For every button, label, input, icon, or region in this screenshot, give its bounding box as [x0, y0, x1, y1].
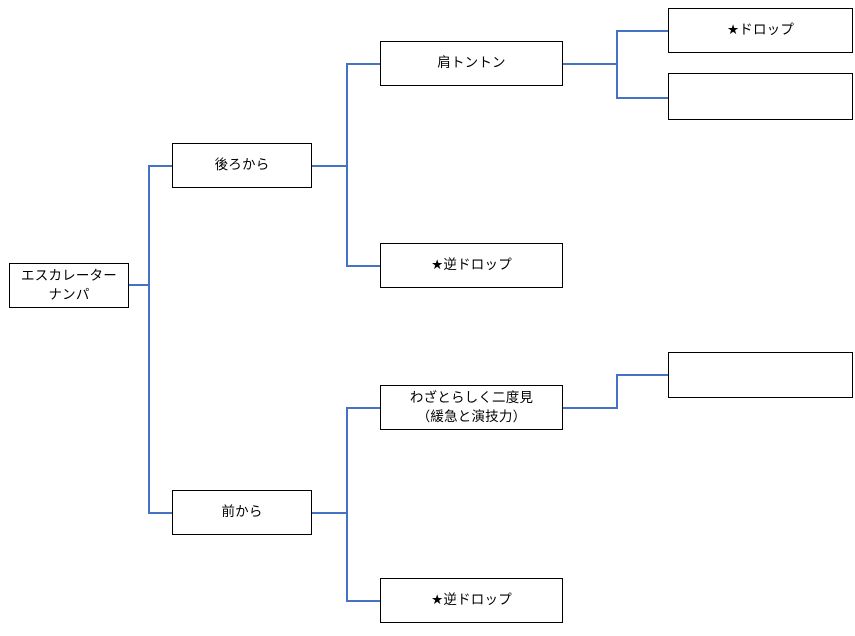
connector-leaf-spine-upper — [616, 30, 618, 98]
connector-front-out — [312, 512, 348, 514]
connector-leaf-spine-lower — [616, 374, 618, 409]
connector-to-leaf-drop — [616, 30, 669, 32]
node-gyaku-drop-lower[interactable]: ★逆ドロップ — [380, 578, 563, 623]
connector-back-spine — [346, 63, 348, 266]
node-gyaku-drop-upper[interactable]: ★逆ドロップ — [380, 243, 563, 288]
connector-to-kata-tonton — [346, 63, 380, 65]
connector-nidomi-out — [563, 407, 618, 409]
connector-to-branch-front — [148, 512, 172, 514]
connector-to-branch-back — [148, 165, 172, 167]
connector-to-leaf-empty-2 — [616, 374, 669, 376]
node-branch-back[interactable]: 後ろから — [172, 143, 312, 188]
node-leaf-empty-2[interactable] — [668, 352, 853, 398]
connector-to-gyaku-drop-lower — [346, 600, 380, 602]
node-branch-front[interactable]: 前から — [172, 490, 312, 535]
connector-kata-tonton-out — [563, 63, 618, 65]
connector-front-spine — [346, 407, 348, 601]
connector-root-out — [129, 284, 150, 286]
node-wazatorashiku-nidomi[interactable]: わざとらしく二度見 （緩急と演技力） — [380, 385, 563, 430]
node-root[interactable]: エスカレーター ナンパ — [9, 263, 129, 308]
connector-to-leaf-empty-1 — [616, 97, 669, 99]
connector-root-spine — [148, 165, 150, 514]
connector-back-out — [312, 165, 348, 167]
node-leaf-drop[interactable]: ★ドロップ — [668, 8, 853, 53]
node-leaf-empty-1[interactable] — [668, 73, 853, 120]
connector-to-nidomi — [346, 407, 380, 409]
connector-to-gyaku-drop-upper — [346, 265, 380, 267]
node-kata-tonton[interactable]: 肩トントン — [380, 41, 563, 86]
